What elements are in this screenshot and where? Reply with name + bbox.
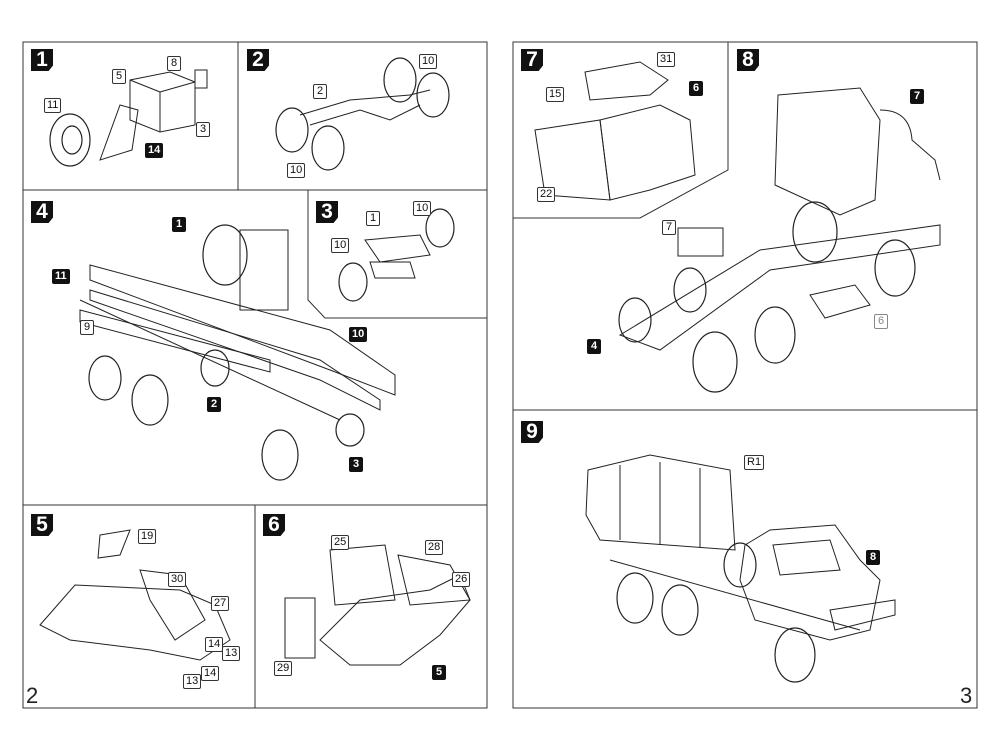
part-callout: 13 [183, 674, 202, 689]
part-callout: 22 [537, 187, 556, 202]
part-callout: 27 [211, 596, 230, 611]
part-callout: 31 [657, 52, 676, 67]
part-callout: 6 [689, 81, 703, 96]
part-callout: 10 [287, 163, 306, 178]
step-badge-3: 3 [316, 201, 338, 223]
step-badge-2: 2 [247, 49, 269, 71]
part-callout: 7 [910, 89, 924, 104]
part-callout: 19 [138, 529, 157, 544]
step-badge-1: 1 [31, 49, 53, 71]
part-callout: 14 [201, 666, 220, 681]
part-callout: 10 [349, 327, 368, 342]
part-drawings [39, 61, 941, 666]
step-badge-6: 6 [263, 514, 285, 536]
part-callout: 8 [167, 56, 181, 71]
page-number-left: 2 [26, 683, 39, 708]
part-callout: 9 [80, 320, 94, 335]
part-callout: 2 [207, 397, 221, 412]
part-callout: 15 [546, 87, 565, 102]
part-callout: 10 [413, 201, 432, 216]
step-badge-8: 8 [737, 49, 759, 71]
part-callout: 11 [44, 98, 62, 113]
part-callout: 10 [331, 238, 350, 253]
panel-borders [22, 41, 978, 709]
part-callout: 29 [274, 661, 293, 676]
part-callout: 6 [874, 314, 888, 329]
part-callout: 3 [349, 457, 363, 472]
step-badge-7: 7 [521, 49, 543, 71]
page-number-right: 3 [960, 683, 973, 708]
step-badge-5: 5 [31, 514, 53, 536]
step-badge-9: 9 [521, 421, 543, 443]
part-callout: 7 [662, 220, 676, 235]
part-callout: 2 [313, 84, 327, 99]
part-callout: 26 [452, 572, 471, 587]
part-callout: 4 [587, 339, 601, 354]
part-callout: 5 [432, 665, 446, 680]
part-callout: 28 [425, 540, 444, 555]
part-callout: 1 [366, 211, 380, 226]
part-callout: R1 [744, 455, 765, 470]
part-callout: 25 [331, 535, 350, 550]
part-callout: 1 [172, 217, 186, 232]
wheel-drawings [49, 57, 916, 683]
part-callout: 14 [145, 143, 164, 158]
part-callout: 13 [222, 646, 241, 661]
part-callout: 14 [205, 637, 224, 652]
part-callout: 8 [866, 550, 880, 565]
part-callout: 3 [196, 122, 210, 137]
part-callout: 30 [168, 572, 187, 587]
part-callout: 11 [52, 269, 70, 284]
step-badge-4: 4 [31, 201, 53, 223]
part-callout: 10 [419, 54, 438, 69]
part-callout: 5 [112, 69, 126, 84]
